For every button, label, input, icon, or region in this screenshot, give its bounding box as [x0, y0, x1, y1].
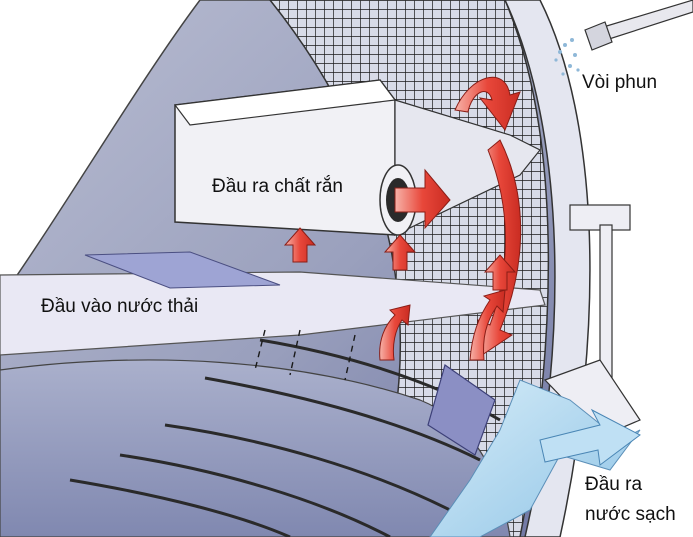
clean-water-arrow	[539, 408, 641, 466]
inlet-flow-sheet	[84, 251, 281, 289]
solids-discharge-arrow	[394, 168, 451, 230]
flow-arrows	[283, 76, 522, 361]
lift-arrow-5	[469, 289, 506, 361]
spray-nozzle-label: Vòi phun	[582, 72, 658, 93]
support-frame	[543, 204, 641, 438]
solids-outlet-label: Đầu ra chất rắn	[212, 176, 343, 197]
inlet-channel	[0, 271, 546, 356]
circulation-arrow-upper	[454, 76, 521, 131]
lift-arrow-2	[383, 234, 417, 271]
filtrate-drops	[254, 329, 356, 381]
lift-arrow-4	[379, 304, 411, 361]
clean-water-outlet-label: Đầu ra nước sạch	[585, 474, 676, 525]
lift-arrow-3	[483, 254, 517, 291]
wastewater-inlet-label: Đầu vào nước thải	[41, 296, 199, 317]
solids-chip	[427, 364, 496, 456]
lift-arrow-1	[283, 227, 317, 263]
spray-nozzle	[554, 0, 693, 76]
